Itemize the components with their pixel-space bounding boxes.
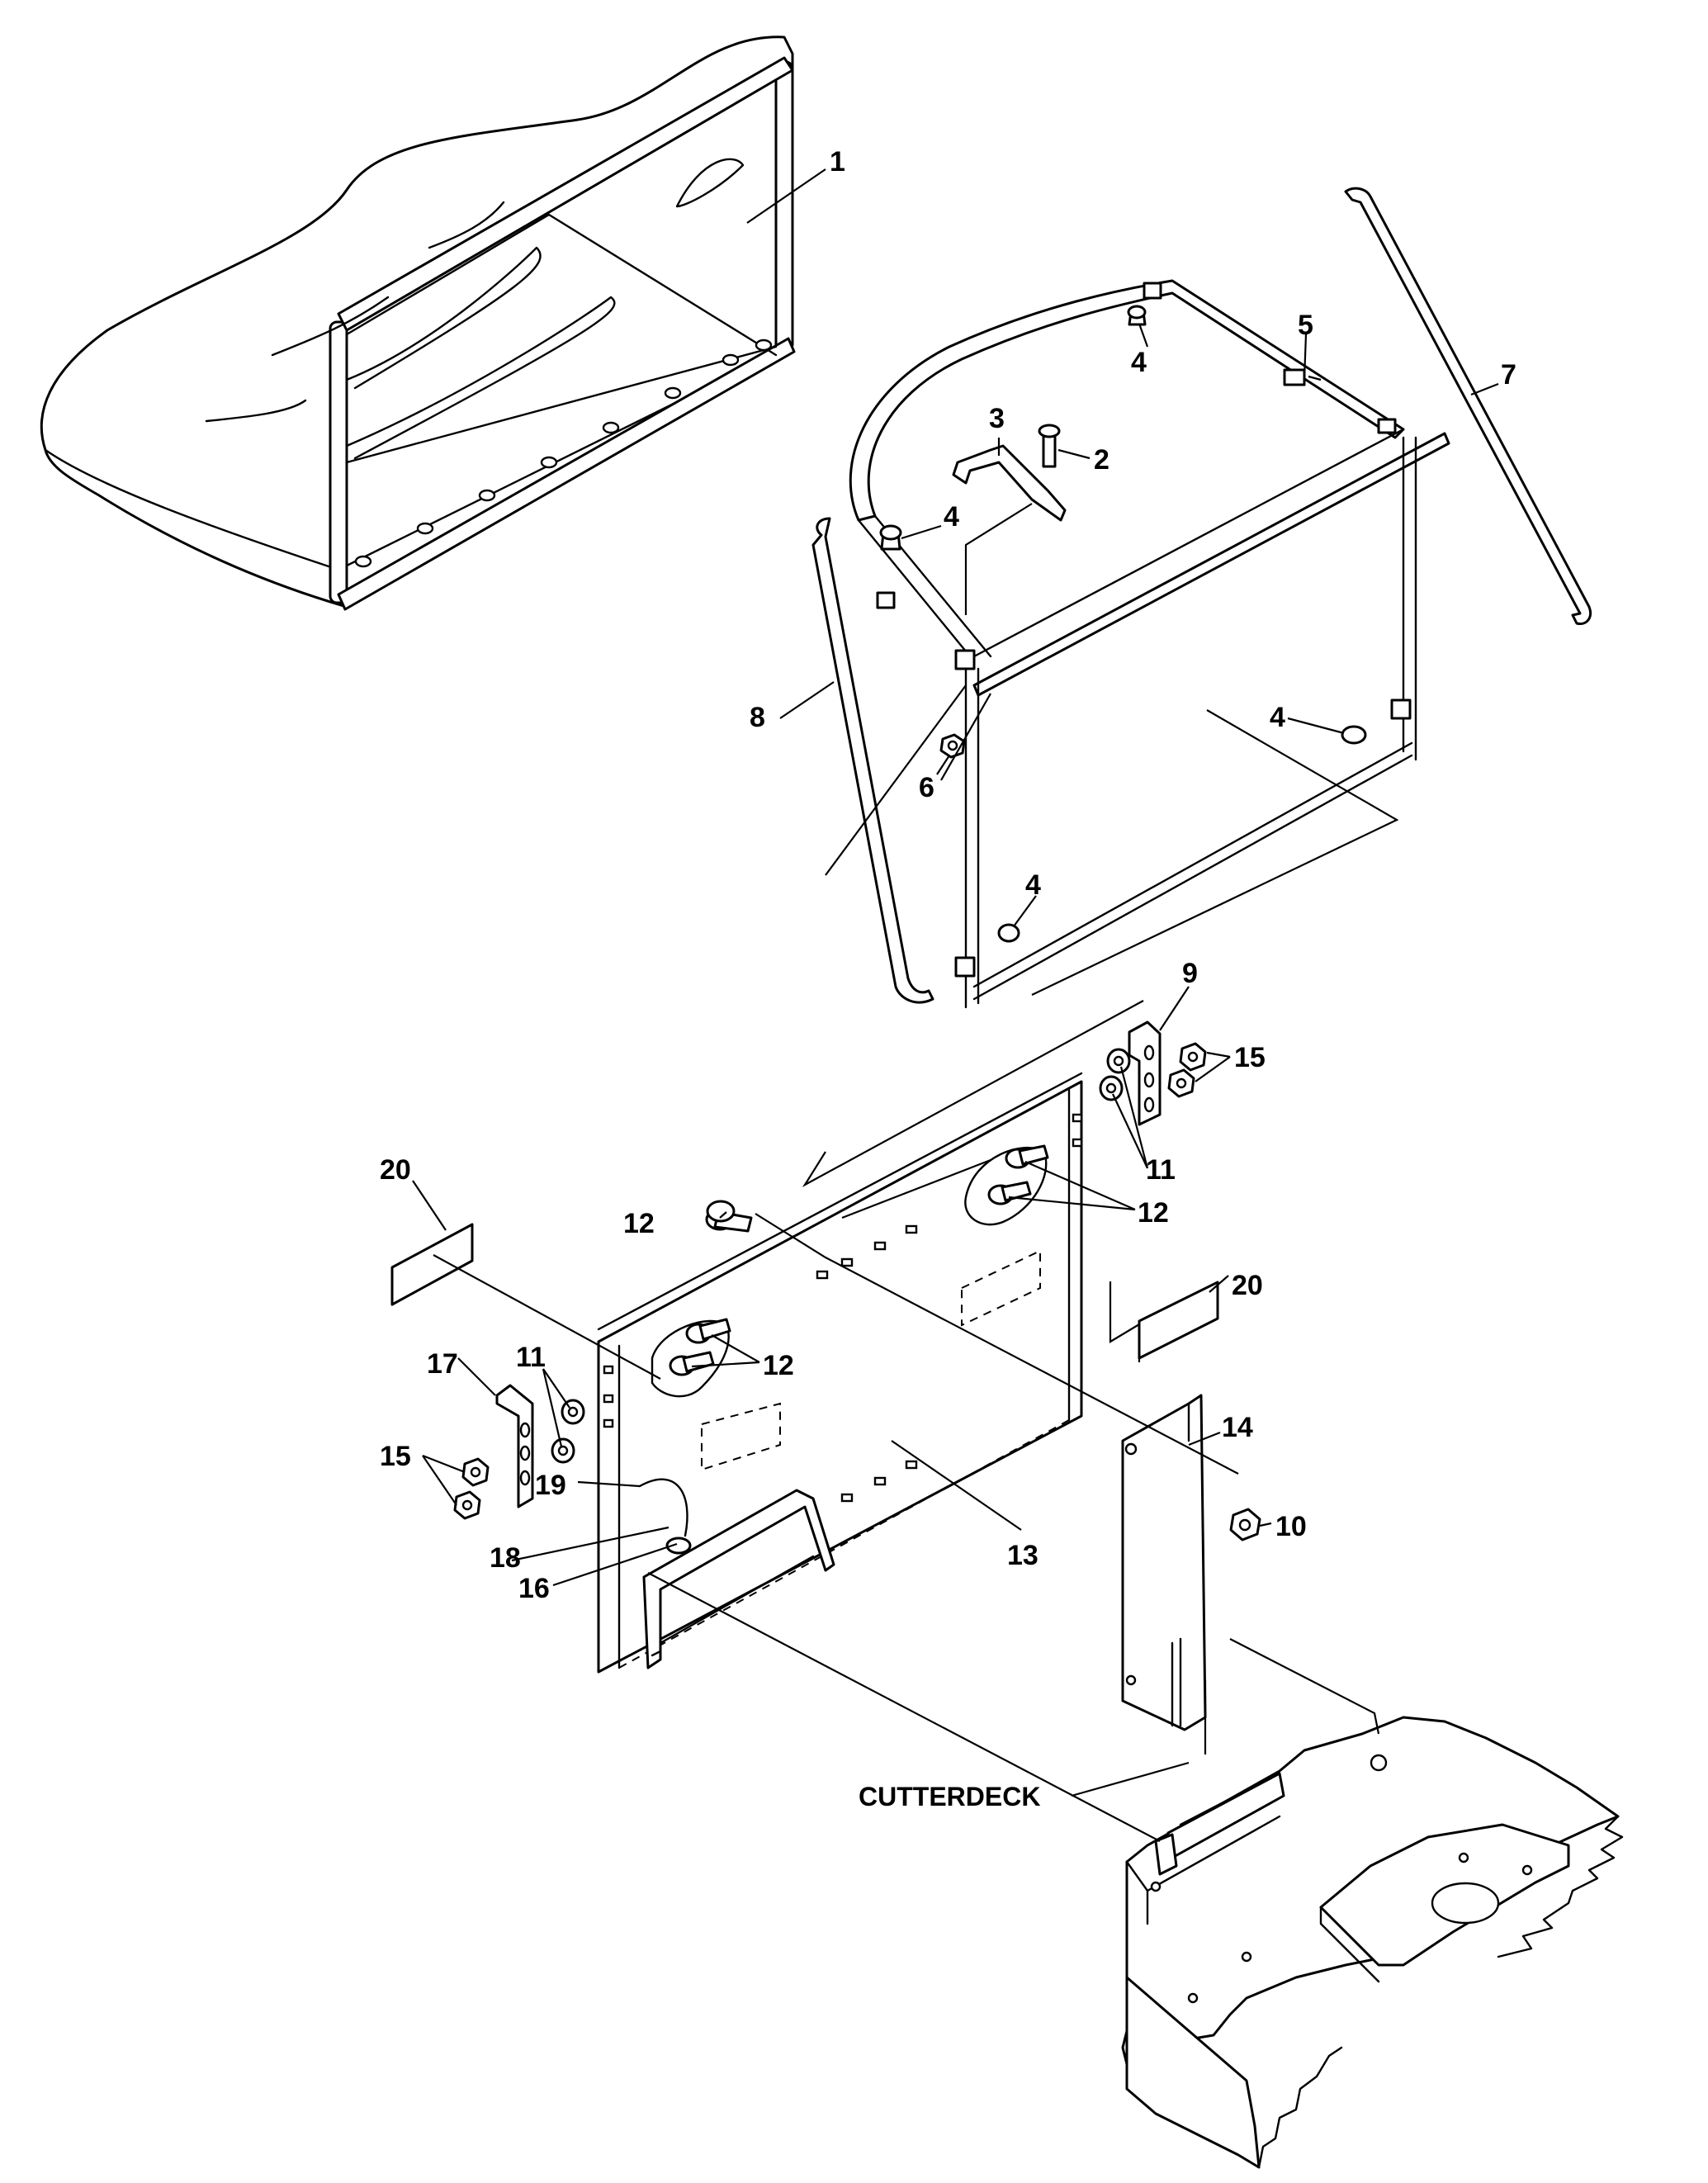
bag-rivet-hole <box>722 353 740 367</box>
callout-15b: 15 <box>380 1441 411 1472</box>
callout-18: 18 <box>490 1542 521 1574</box>
knob-part-4 <box>1341 725 1367 745</box>
callout-4c: 4 <box>1270 702 1285 733</box>
grass-bag <box>40 36 796 611</box>
pin-part-18 <box>665 1537 692 1555</box>
callout-12b: 12 <box>1138 1197 1169 1229</box>
bolt-part-12 <box>685 1318 731 1344</box>
callout-15a: 15 <box>1234 1042 1266 1073</box>
label-area <box>961 1249 1041 1327</box>
bracket-part-17 <box>495 1384 534 1508</box>
rod-part-8 <box>811 517 934 1004</box>
handle-part-16 <box>642 1489 835 1669</box>
knob-part-4 <box>997 923 1020 943</box>
callout-1: 1 <box>830 146 845 178</box>
bolt-part-12 <box>669 1351 715 1376</box>
bolt-part-12 <box>987 1181 1032 1205</box>
plate-part-13 <box>597 1080 1083 1674</box>
callout-4b: 4 <box>944 501 959 533</box>
callout-3: 3 <box>989 403 1005 434</box>
decal-part-20 <box>1138 1281 1219 1360</box>
decal-part-20 <box>390 1223 474 1306</box>
callout-9: 9 <box>1182 958 1198 989</box>
bag-rivet-hole <box>416 522 434 535</box>
frame-tab <box>954 956 976 978</box>
callout-2: 2 <box>1094 444 1109 476</box>
callout-4a: 4 <box>1131 347 1147 378</box>
bolt-part-12 <box>1005 1144 1049 1169</box>
frame-tab <box>1143 282 1162 300</box>
bag-rivet-hole <box>664 386 682 400</box>
callout-leaders <box>412 168 1499 1797</box>
bag-rivet-hole <box>755 339 773 352</box>
cutterdeck <box>1121 1716 1624 2169</box>
callout-4d: 4 <box>1025 869 1041 901</box>
bag-frame-assembly <box>811 187 1592 1009</box>
callout-19: 19 <box>535 1470 566 1501</box>
callout-17: 17 <box>427 1348 458 1380</box>
label-area <box>701 1402 781 1471</box>
cutterdeck-label: CUTTERDECK <box>859 1782 1040 1811</box>
callout-20a: 20 <box>380 1154 411 1186</box>
bag-rivet-hole <box>540 456 558 469</box>
bag-rivet-hole <box>602 421 620 434</box>
bracket-part-9 <box>1128 1020 1162 1126</box>
lower-assembly <box>390 1020 1261 1731</box>
callout-12c: 12 <box>763 1350 794 1381</box>
callout-12a: 12 <box>623 1208 655 1239</box>
bolt-part-12 <box>706 1200 736 1223</box>
callout-labels: 1 2 3 4 4 4 4 5 6 7 8 9 10 11 11 12 12 1… <box>380 146 1516 1811</box>
callout-16: 16 <box>518 1573 550 1604</box>
callout-13: 13 <box>1007 1540 1039 1571</box>
callout-11b: 11 <box>516 1342 546 1373</box>
callout-8: 8 <box>750 702 765 733</box>
callout-7: 7 <box>1501 359 1516 391</box>
bag-rivet-hole <box>478 489 496 502</box>
callout-20b: 20 <box>1232 1270 1263 1301</box>
callout-10: 10 <box>1275 1511 1307 1542</box>
frame-tab <box>1377 418 1397 434</box>
bag-rivet-hole <box>354 555 372 568</box>
frame-tab <box>954 649 976 670</box>
callout-14: 14 <box>1222 1412 1253 1443</box>
callout-11a: 11 <box>1146 1154 1176 1186</box>
callout-5: 5 <box>1298 310 1313 341</box>
bracket-part-3 <box>952 444 1067 522</box>
leader-lines <box>433 375 1399 1842</box>
frame-tab <box>876 591 896 609</box>
callout-6: 6 <box>919 772 934 803</box>
frame-tab <box>1390 698 1412 720</box>
rod-part-7 <box>1344 187 1592 626</box>
tab-part-5 <box>1283 368 1306 386</box>
